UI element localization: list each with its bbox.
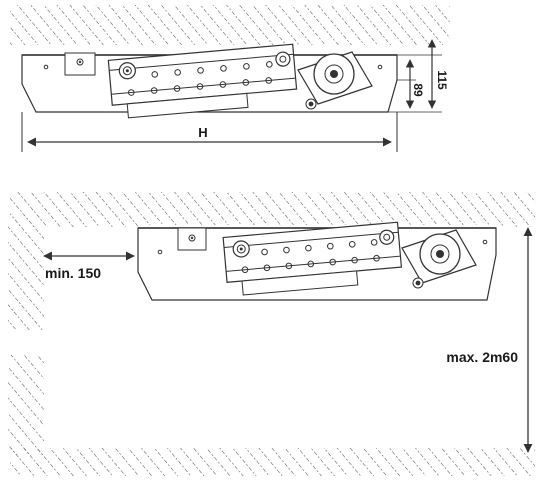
bottom-view: min. 150 max. 2m60 [8, 192, 535, 476]
bracket-left-top [64, 52, 96, 76]
ceiling-hatch-bottom [10, 192, 535, 227]
carriage-bottom [222, 221, 403, 296]
motor-top [297, 51, 373, 110]
max-height-label: max. 2m60 [446, 349, 518, 365]
top-view: H 89 115 [10, 5, 450, 152]
dim-115-label: 115 [435, 70, 449, 90]
width-label: H [198, 125, 207, 140]
wall-hatch-left-lower [8, 355, 44, 455]
min-clearance-label: min. 150 [45, 265, 101, 281]
dim-89-label: 89 [411, 83, 425, 97]
motor-bottom [401, 229, 477, 289]
ceiling-hatch-top [10, 5, 450, 45]
carriage-top [107, 43, 298, 119]
wall-hatch-left [8, 225, 44, 330]
floor-hatch [10, 448, 535, 476]
